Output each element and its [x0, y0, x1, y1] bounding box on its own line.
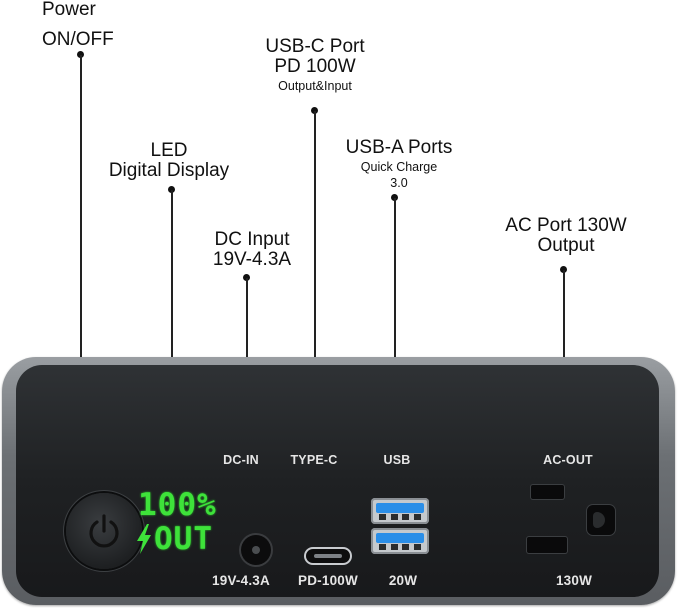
usb-a-port-1-pins: [379, 514, 421, 520]
type-c-rating: PD-100W: [298, 573, 358, 588]
usba-callout-dot: [391, 194, 398, 201]
dc-input-callout-subtitle: 19V-4.3A: [212, 248, 292, 270]
ac-outlet-ground[interactable]: [587, 505, 615, 535]
usba-callout-note-2: 3.0: [390, 176, 408, 191]
usba-callout-line: [394, 198, 396, 360]
power-callout-line: [80, 55, 82, 360]
ac-callout-subtitle: Output: [537, 234, 595, 256]
power-icon: [89, 514, 119, 548]
led-callout: LED Digital Display: [96, 141, 242, 181]
power-callout-subtitle: ON/OFF: [42, 28, 114, 50]
usb-a-port-1-tongue: [376, 503, 424, 513]
power-callout: Power ON/OFF: [42, 0, 122, 50]
led-callout-title: LED: [150, 140, 188, 161]
ac-callout-dot: [560, 266, 567, 273]
usba-callout-note-1: Quick Charge: [360, 159, 438, 174]
led-callout-dot: [168, 186, 175, 193]
led-callout-subtitle: Digital Display: [108, 159, 230, 181]
dc-input-callout: DC Input 19V-4.3A: [200, 230, 304, 270]
usbc-callout: USB-C Port PD 100W Output&Input: [250, 37, 380, 93]
usb-a-port-2[interactable]: [371, 528, 429, 554]
usba-callout-title: USB-A Ports: [345, 137, 453, 158]
ac-callout: AC Port 130W Output: [488, 216, 644, 256]
power-callout-dot: [77, 51, 84, 58]
led-callout-line: [171, 190, 173, 360]
usb-c-port[interactable]: [306, 549, 350, 563]
usbc-callout-line: [314, 111, 316, 360]
front-panel: DC-IN TYPE-C USB AC-OUT 100% OUT: [16, 365, 659, 597]
usba-callout: USB-A Ports Quick Charge 3.0: [330, 138, 468, 190]
usb-rating: 20W: [388, 573, 418, 588]
ac-out-label: AC-OUT: [543, 453, 593, 467]
usb-a-port-2-tongue: [376, 533, 424, 543]
ac-outlet-slot-top[interactable]: [531, 485, 564, 499]
lightning-bolt-icon: [137, 524, 151, 554]
type-c-label: TYPE-C: [290, 453, 338, 467]
ac-callout-line: [563, 270, 565, 360]
battery-percent-display: 100%: [138, 487, 217, 523]
output-mode-text: OUT: [154, 521, 213, 557]
usbc-callout-subtitle: PD 100W: [274, 55, 356, 77]
usb-label: USB: [383, 453, 411, 467]
power-bank-body: DC-IN TYPE-C USB AC-OUT 100% OUT: [2, 357, 675, 605]
dc-input-callout-title: DC Input: [214, 229, 290, 250]
power-callout-title: Power: [42, 0, 96, 20]
dc-in-rating: 19V-4.3A: [212, 573, 270, 588]
dc-input-callout-line: [246, 278, 248, 360]
usbc-callout-note: Output&Input: [278, 78, 352, 93]
ac-callout-title: AC Port 130W: [505, 215, 627, 236]
usb-a-port-2-pins: [379, 544, 421, 550]
usbc-callout-dot: [311, 107, 318, 114]
usb-a-port-1[interactable]: [371, 498, 429, 524]
power-button[interactable]: [66, 493, 142, 569]
dc-input-callout-dot: [243, 274, 250, 281]
usbc-callout-title: USB-C Port: [265, 36, 365, 57]
output-mode-display: OUT: [136, 519, 213, 559]
dc-input-port[interactable]: [241, 535, 271, 565]
ac-outlet-slot-bottom[interactable]: [527, 537, 567, 553]
dc-in-label: DC-IN: [223, 453, 259, 467]
ac-rating: 130W: [555, 573, 593, 588]
